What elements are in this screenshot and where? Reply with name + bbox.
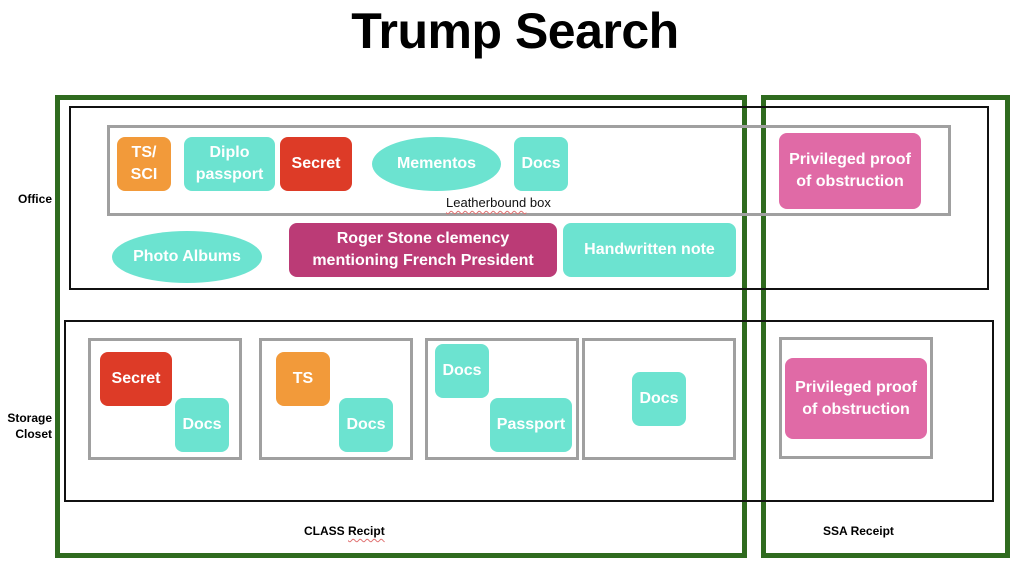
storage-box-3 <box>425 338 579 460</box>
item-privileged-proof-storage: Privileged proof of obstruction <box>785 358 927 439</box>
item-passport: Passport <box>490 398 572 452</box>
diagram-title: Trump Search <box>351 3 679 59</box>
office-room <box>69 106 989 290</box>
item-docs: Docs <box>175 398 229 452</box>
item-photo-albums: Photo Albums <box>112 231 262 283</box>
item-docs: Docs <box>339 398 393 452</box>
item-diplo-passport: Diplo passport <box>184 137 275 191</box>
caption-rest: box <box>526 195 551 210</box>
item-roger-stone-clemency: Roger Stone clemency mentioning French P… <box>289 223 557 277</box>
item-label: mentioning French President <box>312 252 534 269</box>
item-label: Roger Stone clemency <box>336 230 510 247</box>
storage-box-ssa <box>779 337 933 459</box>
leatherbound-box <box>107 125 951 216</box>
item-label: SCI <box>130 166 158 183</box>
item-handwritten-note: Handwritten note <box>563 223 736 277</box>
item-docs: Docs <box>514 137 568 191</box>
row-label-office: Office <box>17 192 52 206</box>
item-label: TS/ <box>131 144 157 161</box>
item-docs: Docs <box>435 344 489 398</box>
item-docs: Docs <box>632 372 686 426</box>
row-label-storage-closet: Storage Closet <box>7 411 52 441</box>
storage-box-1 <box>88 338 242 460</box>
item-ts-sci: TS/ SCI <box>117 137 171 191</box>
receipt-word: Recipt <box>348 524 385 538</box>
item-label: of obstruction <box>796 173 904 190</box>
item-ts: TS <box>276 352 330 406</box>
class-receipt-label: CLASS Recipt <box>304 524 385 538</box>
caption-word: Leatherbound <box>446 195 527 210</box>
item-label: of obstruction <box>802 400 910 418</box>
class-receipt-frame <box>55 95 747 558</box>
item-privileged-proof-office: Privileged proof of obstruction <box>779 133 921 209</box>
ssa-receipt-label: SSA Receipt <box>823 524 894 538</box>
storage-closet-room <box>64 320 994 502</box>
leatherbound-box-caption: Leatherbound box <box>446 195 551 210</box>
receipt-word: CLASS <box>304 524 345 538</box>
storage-box-2 <box>259 338 413 460</box>
item-label: Privileged proof <box>795 378 917 396</box>
item-label: Privileged proof <box>789 151 911 168</box>
item-secret: Secret <box>280 137 352 191</box>
item-mementos: Mementos <box>372 137 501 191</box>
item-label: Diplo <box>209 144 250 161</box>
ssa-receipt-frame <box>761 95 1010 558</box>
item-secret: Secret <box>100 352 172 406</box>
storage-box-4 <box>582 338 736 460</box>
item-label: passport <box>195 166 264 183</box>
